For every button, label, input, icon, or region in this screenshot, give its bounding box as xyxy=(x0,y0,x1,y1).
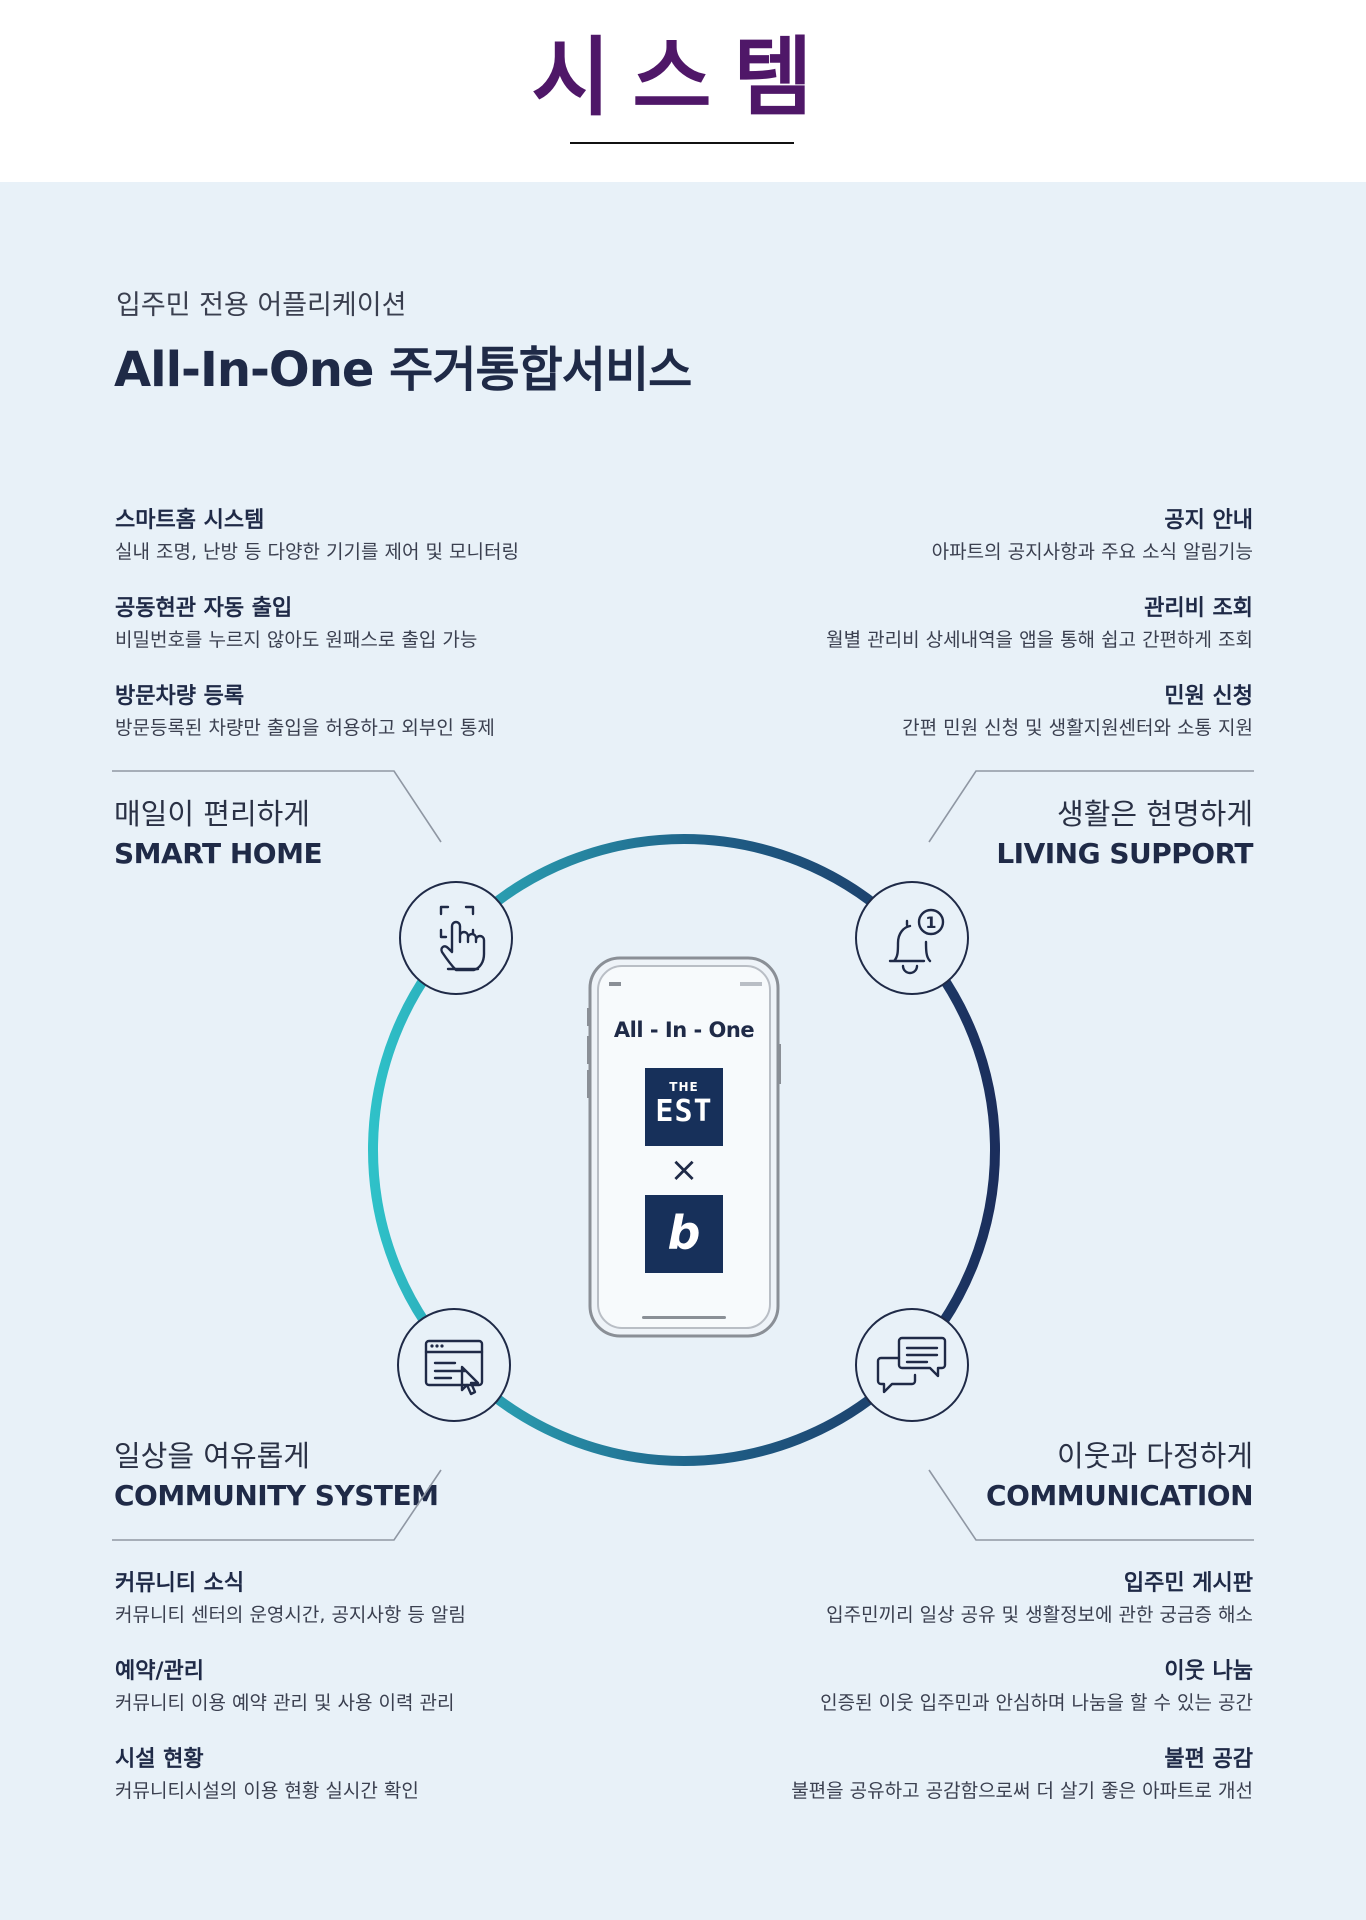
category-ko: 이웃과 다정하게 xyxy=(1057,1439,1253,1473)
feature-title: 불편 공감 xyxy=(1164,1747,1253,1772)
feature-inconvenience: 불편 공감 불편을 공유하고 공감함으로써 더 살기 좋은 아파트로 개선 xyxy=(733,1745,1253,1805)
feature-desc: 방문등록된 차량만 출입을 허용하고 외부인 통제 xyxy=(115,717,495,739)
category-ko: 매일이 편리하게 xyxy=(114,797,310,831)
feature-desc: 아파트의 공지사항과 주요 소식 알림기능 xyxy=(931,541,1253,563)
feature-desc: 불편을 공유하고 공감함으로써 더 살기 좋은 아파트로 개선 xyxy=(791,1780,1253,1802)
logo-est: EST xyxy=(655,1094,713,1129)
feature-desc: 비밀번호를 누르지 않아도 원패스로 출입 가능 xyxy=(115,629,478,651)
category-communication: 이웃과 다정하게 COMMUNICATION xyxy=(833,1436,1253,1516)
feature-title: 공지 안내 xyxy=(1164,508,1253,533)
feature-title: 예약/관리 xyxy=(115,1659,204,1684)
feature-desc: 간편 민원 신청 및 생활지원센터와 소통 지원 xyxy=(902,717,1253,739)
feature-complaint: 민원 신청 간편 민원 신청 및 생활지원센터와 소통 지원 xyxy=(733,682,1253,742)
intro-subtitle: 입주민 전용 어플리케이션 xyxy=(116,290,407,321)
phone-brand-text: All - In - One xyxy=(613,1018,755,1042)
category-en: COMMUNITY SYSTEM xyxy=(114,1479,439,1512)
category-ko: 생활은 현명하게 xyxy=(1057,797,1253,831)
the-est-logo: THE EST xyxy=(645,1068,723,1146)
logo-the: THE xyxy=(669,1080,699,1094)
feature-desc: 실내 조명, 난방 등 다양한 기기를 제어 및 모니터링 xyxy=(115,541,519,563)
feature-title: 시설 현황 xyxy=(115,1747,204,1772)
header: 시스템 xyxy=(0,0,1366,182)
feature-title: 민원 신청 xyxy=(1164,684,1253,709)
feature-desc: 커뮤니티 센터의 운영시간, 공지사항 등 알림 xyxy=(115,1604,466,1626)
feature-entrance-access: 공동현관 자동 출입 비밀번호를 누르지 않아도 원패스로 출입 가능 xyxy=(115,594,635,654)
feature-title: 스마트홈 시스템 xyxy=(115,508,265,533)
feature-reservation: 예약/관리 커뮤니티 이용 예약 관리 및 사용 이력 관리 xyxy=(115,1657,635,1717)
category-en: LIVING SUPPORT xyxy=(996,837,1253,870)
feature-smart-home-system: 스마트홈 시스템 실내 조명, 난방 등 다양한 기기를 제어 및 모니터링 xyxy=(115,506,635,566)
feature-desc: 인증된 이웃 입주민과 안심하며 나눔을 할 수 있는 공간 xyxy=(820,1692,1253,1714)
feature-desc: 커뮤니티시설의 이용 현황 실시간 확인 xyxy=(115,1780,419,1802)
feature-facility-status: 시설 현황 커뮤니티시설의 이용 현황 실시간 확인 xyxy=(115,1745,635,1805)
feature-title: 방문차량 등록 xyxy=(115,684,245,709)
feature-desc: 입주민끼리 일상 공유 및 생활정보에 관한 궁금증 해소 xyxy=(826,1604,1253,1626)
title-underline xyxy=(570,142,794,144)
feature-neighbor-sharing: 이웃 나눔 인증된 이웃 입주민과 안심하며 나눔을 할 수 있는 공간 xyxy=(733,1657,1253,1717)
cross-mark: × xyxy=(669,1150,699,1190)
feature-desc: 월별 관리비 상세내역을 앱을 통해 쉽고 간편하게 조회 xyxy=(826,629,1253,651)
intro-headline: All-In-One 주거통합서비스 xyxy=(114,342,692,398)
feature-visitor-vehicle: 방문차량 등록 방문등록된 차량만 출입을 허용하고 외부인 통제 xyxy=(115,682,635,742)
feature-title: 공동현관 자동 출입 xyxy=(115,596,293,621)
b-logo: b xyxy=(645,1195,723,1273)
feature-notice: 공지 안내 아파트의 공지사항과 주요 소식 알림기능 xyxy=(733,506,1253,566)
feature-community-news: 커뮤니티 소식 커뮤니티 센터의 운영시간, 공지사항 등 알림 xyxy=(115,1569,635,1629)
feature-title: 이웃 나눔 xyxy=(1164,1659,1253,1684)
category-living-support: 생활은 현명하게 LIVING SUPPORT xyxy=(833,794,1253,874)
page-title: 시스템 xyxy=(531,28,835,128)
category-en: COMMUNICATION xyxy=(986,1479,1253,1512)
category-community-system: 일상을 여유롭게 COMMUNITY SYSTEM xyxy=(114,1436,534,1516)
category-smart-home: 매일이 편리하게 SMART HOME xyxy=(114,794,534,874)
category-en: SMART HOME xyxy=(114,837,323,870)
feature-title: 입주민 게시판 xyxy=(1123,1571,1253,1596)
feature-maintenance-fee: 관리비 조회 월별 관리비 상세내역을 앱을 통해 쉽고 간편하게 조회 xyxy=(733,594,1253,654)
category-ko: 일상을 여유롭게 xyxy=(114,1439,310,1473)
feature-title: 관리비 조회 xyxy=(1144,596,1253,621)
feature-resident-board: 입주민 게시판 입주민끼리 일상 공유 및 생활정보에 관한 궁금증 해소 xyxy=(733,1569,1253,1629)
feature-title: 커뮤니티 소식 xyxy=(115,1571,245,1596)
feature-desc: 커뮤니티 이용 예약 관리 및 사용 이력 관리 xyxy=(115,1692,455,1714)
